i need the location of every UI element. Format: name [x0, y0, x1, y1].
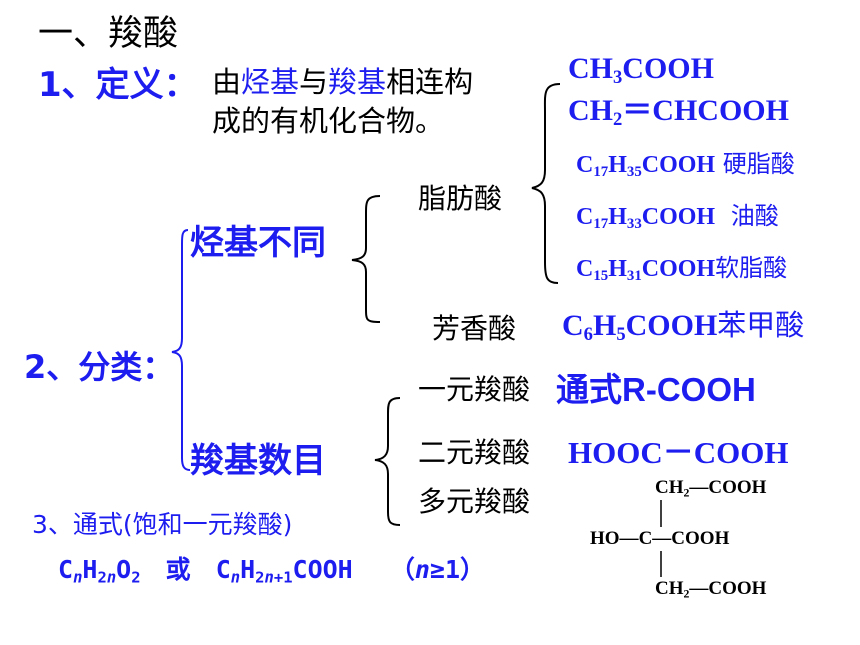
carboxyl-count-label: 羧基数目 — [190, 441, 326, 481]
example-acetic-acid: CH3COOH — [568, 52, 714, 89]
brace-classification — [171, 229, 191, 471]
hydrocarbon-group-label: 烃基不同 — [190, 223, 326, 263]
aromatic-acid-label: 芳香酸 — [432, 312, 517, 345]
definition-text: 由烃基与羧基相连构 — [212, 65, 474, 99]
example-benzoic-acid: C6H5COOH苯甲酸 — [562, 308, 805, 346]
structure-bottom: CH2—COOH — [655, 578, 767, 601]
oxalic-acid-formula: HOOC－COOH — [568, 435, 789, 470]
example-oleic-acid: C17H33COOH 油酸 — [576, 202, 779, 233]
classification-label: 2、分类： — [24, 348, 175, 386]
definition-text-line2: 成的有机化合物。 — [212, 104, 445, 138]
structure-top: CH2—COOH — [655, 477, 767, 500]
general-formula-label: 3、通式(饱和一元羧酸) — [32, 510, 293, 539]
example-acrylic-acid: CH2＝CHCOOH — [568, 94, 789, 131]
poly-carboxylic-label: 多元羧酸 — [418, 485, 531, 518]
definition-label: 1、定义： — [38, 65, 198, 105]
example-stearic-acid: C17H35COOH 硬脂酸 — [576, 150, 795, 181]
example-palmitic-acid: C15H31COOH软脂酸 — [576, 254, 788, 285]
di-carboxylic-label: 二元羧酸 — [418, 436, 531, 469]
mono-general-formula: 通式R-COOH — [556, 371, 756, 408]
brace-carboxyl-count — [374, 397, 401, 526]
brace-hydrocarbon — [351, 195, 381, 323]
structure-middle: HO—C—COOH — [590, 528, 730, 549]
mono-carboxylic-label: 一元羧酸 — [418, 373, 531, 406]
general-formula-expression: CnH2nO2 或 CnH2n+1COOH （n≥1） — [58, 555, 485, 587]
fatty-acid-label: 脂肪酸 — [418, 182, 503, 215]
page-title: 一、羧酸 — [38, 14, 179, 54]
brace-fatty-acids — [531, 83, 561, 284]
